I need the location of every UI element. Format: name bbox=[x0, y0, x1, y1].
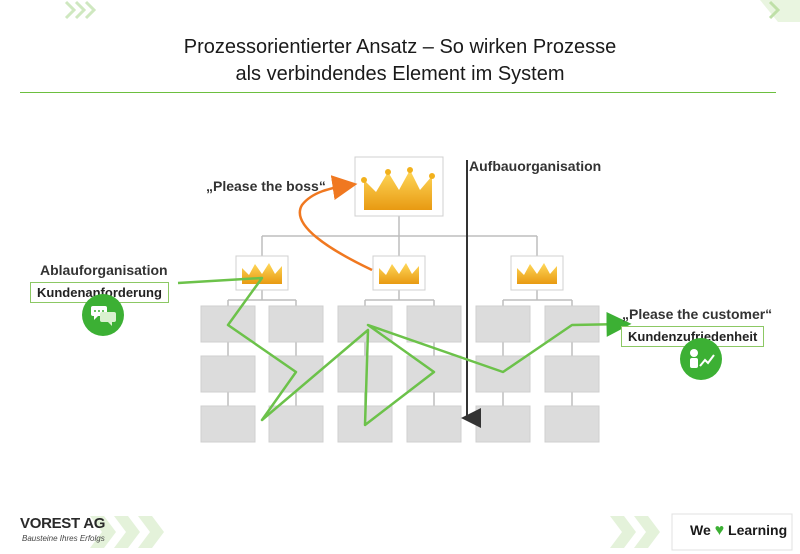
person-chart-icon bbox=[680, 338, 722, 380]
aufbau-label: Aufbauorganisation bbox=[469, 158, 602, 174]
unit-box bbox=[200, 355, 256, 393]
heart-icon: ♥ bbox=[714, 522, 725, 539]
unit-box bbox=[475, 305, 531, 343]
ablauf-label: Ablauforganisation bbox=[40, 262, 168, 278]
we-text: We bbox=[690, 522, 711, 538]
unit-box bbox=[406, 305, 462, 343]
crown-icon bbox=[517, 263, 557, 284]
learning-text: Learning bbox=[728, 522, 788, 538]
please-boss-label: „Please the boss“ bbox=[206, 178, 326, 194]
please-boss-arrow bbox=[298, 175, 373, 272]
we-love-learning: We ♥ Learning bbox=[690, 522, 787, 540]
crown-icon bbox=[361, 167, 435, 210]
boss-crown-box bbox=[354, 156, 444, 217]
unit-box bbox=[475, 355, 531, 393]
unit-box bbox=[475, 405, 531, 443]
footer-chevrons bbox=[0, 508, 793, 554]
speech-bubbles-icon bbox=[82, 294, 124, 336]
manager-crown-box bbox=[510, 255, 564, 291]
page-title-line2: als verbindendes Element im System bbox=[235, 63, 565, 85]
please-customer-label: „Please the customer“ bbox=[622, 306, 773, 322]
unit-box bbox=[544, 405, 600, 443]
unit-box bbox=[544, 355, 600, 393]
process-flow-arrow bbox=[177, 276, 632, 427]
manager-crown-box bbox=[235, 255, 289, 291]
unit-box bbox=[406, 405, 462, 443]
company-tagline: Bausteine Ihres Erfolgs bbox=[22, 534, 105, 543]
company-logo-text: VOREST AG bbox=[20, 515, 106, 532]
manager-crown-box bbox=[372, 255, 426, 291]
title-block: Prozessorientierter Ansatz – So wirken P… bbox=[20, 34, 780, 88]
unit-box bbox=[268, 305, 324, 343]
unit-box bbox=[268, 405, 324, 443]
chevron-right-icon bbox=[64, 0, 800, 22]
page-title-line1: Prozessorientierter Ansatz – So wirken P… bbox=[183, 36, 617, 58]
kundenzufriedenheit-box: Kundenzufriedenheit bbox=[621, 326, 765, 347]
unit-box bbox=[268, 355, 324, 393]
org-units bbox=[200, 305, 600, 443]
crown-icon bbox=[379, 263, 419, 284]
title-divider bbox=[20, 92, 776, 93]
unit-box bbox=[200, 405, 256, 443]
